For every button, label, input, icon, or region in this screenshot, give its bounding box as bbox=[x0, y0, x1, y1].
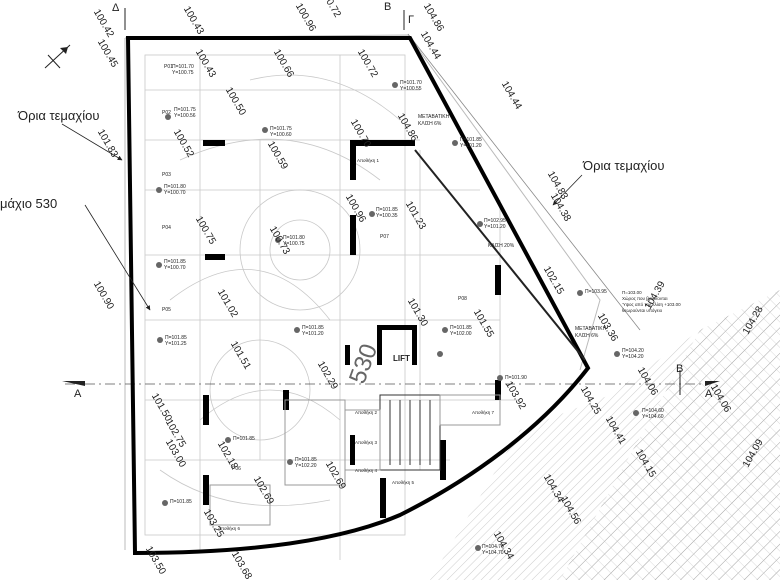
plot-boundary-line bbox=[125, 36, 591, 556]
storage-label: Αποθήκη 6 bbox=[218, 526, 241, 531]
storage-label: Αποθήκη 5 bbox=[392, 480, 415, 485]
parking-label: P01 bbox=[164, 64, 173, 70]
parking-label: P03 bbox=[162, 172, 171, 178]
section-a-right: A bbox=[705, 388, 713, 400]
note-line: Ύψος από την κλίση +103.00 bbox=[622, 302, 681, 307]
corner-delta: Δ bbox=[112, 2, 120, 14]
level-mark: Π=101.85 bbox=[233, 436, 255, 442]
lot-530-label: μάχιο 530 bbox=[0, 196, 58, 211]
road-hatch bbox=[560, 290, 780, 580]
storage-label: Αποθήκη 1 bbox=[357, 158, 380, 163]
corner-gamma: Γ bbox=[408, 14, 415, 26]
corner-beta-top: Β bbox=[384, 1, 392, 13]
parking-label: P07 bbox=[380, 234, 389, 240]
parking-label: P08 bbox=[458, 296, 467, 302]
storage-label: Αποθήκη 4 bbox=[355, 468, 378, 473]
plot-boundary-label-right: Όρια τεμαχίου bbox=[583, 158, 665, 173]
level-mark: Π=103.95 bbox=[585, 289, 607, 295]
parking-label: P05 bbox=[162, 307, 171, 313]
storage-label: Αποθήκη 7 bbox=[472, 410, 495, 415]
section-a-left: A bbox=[74, 388, 82, 400]
storage-label: Αποθήκη 2 bbox=[355, 410, 378, 415]
basement-note: Π=103.00 Χώρος που βρίσκονται Ύψος από τ… bbox=[622, 290, 681, 314]
plot-boundary-label-left: Όρια τεμαχίου bbox=[18, 108, 100, 123]
ramp-note: ΜΕΤΑΒΑΤΙΚΗ ΚΛΙΣΗ 6% bbox=[575, 326, 607, 339]
ramp-note: ΜΕΤΑΒΑΤΙΚΗ ΚΛΙΣΗ 6% bbox=[418, 114, 450, 127]
storage-label: Αποθήκη 3 bbox=[355, 440, 378, 445]
lift-label: LIFT bbox=[393, 354, 410, 363]
level-mark: Π=101.90 bbox=[505, 375, 527, 381]
parking-label: P02 bbox=[162, 110, 171, 116]
parking-label: P06 bbox=[232, 466, 241, 472]
note-line: Χώρος που βρίσκονται bbox=[622, 296, 668, 301]
note-line: Π=103.00 bbox=[622, 290, 642, 295]
note-line: θεωρούνται υπόγειο bbox=[622, 308, 663, 313]
level-mark: Π=101.85 bbox=[170, 499, 192, 505]
corner-beta-right: B bbox=[676, 363, 684, 375]
north-arrow-icon bbox=[44, 44, 71, 69]
ramp-note: ΚΛΙΣΗ 20% bbox=[488, 243, 515, 249]
parking-label: P04 bbox=[162, 225, 171, 231]
sidewalk-hatch bbox=[430, 330, 700, 580]
